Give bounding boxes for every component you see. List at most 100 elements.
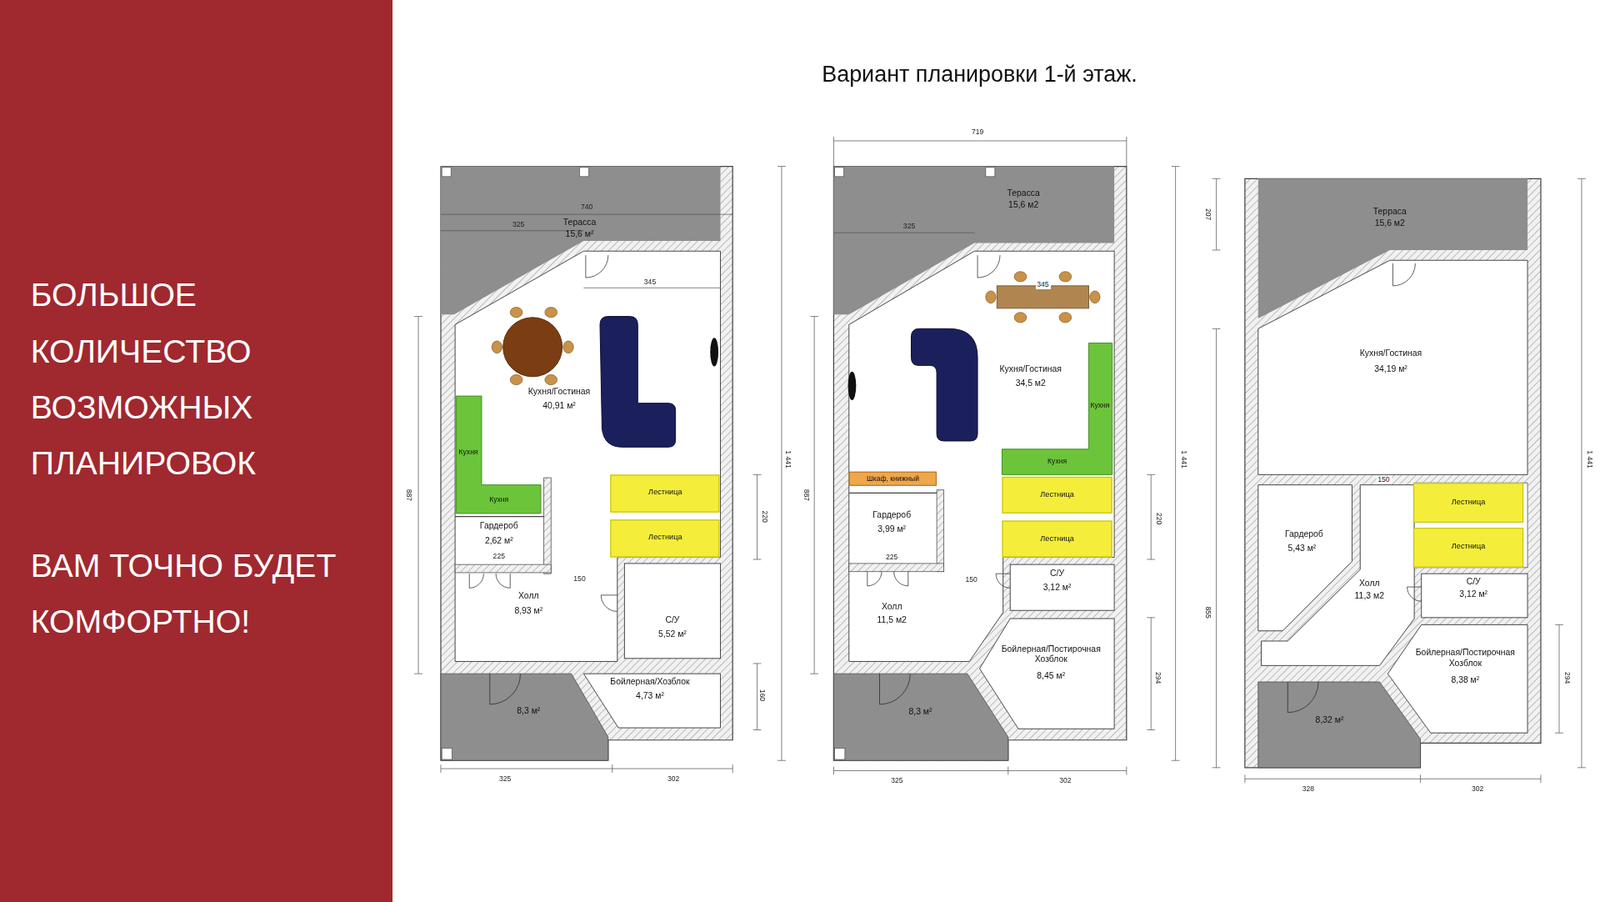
wall-mass (1245, 178, 1541, 768)
staircase: Лестница (1413, 482, 1524, 523)
dimension-label: 1 441 (784, 449, 792, 470)
room-label: 15,6 м² (565, 230, 595, 240)
room-label: Терраса (1373, 207, 1407, 218)
room-label: 2,62 м² (485, 535, 514, 546)
kitchen-unit: КухняКухня (455, 395, 541, 514)
room-label: Холл (518, 590, 540, 601)
room-label: 34,5 м2 (1015, 378, 1046, 389)
dimension-label: 220 (760, 509, 768, 524)
dimension-label: 345 (643, 277, 658, 285)
room-floor (1421, 573, 1528, 618)
sofa (910, 328, 978, 441)
kitchen-counter (455, 395, 541, 514)
pillar (441, 167, 451, 177)
bathroom: С/У3,12 м² (1010, 564, 1115, 610)
kitchen-outline (1001, 342, 1112, 475)
room-label: Бойлерная/Хозблок (595, 676, 705, 687)
staircase: Лестница (1001, 520, 1112, 557)
door-swing (1392, 263, 1415, 286)
porch-floor (833, 673, 1008, 760)
wall-mass (833, 166, 1126, 761)
dimension-label: 225 (491, 552, 506, 560)
room-label: Лестница (1451, 497, 1486, 507)
dimension-label: 1 441 (1585, 449, 1594, 470)
sofa (600, 316, 676, 448)
dimension-label: 328 (1300, 785, 1315, 793)
dimension-label: 855 (1204, 605, 1212, 620)
room-label: 15,6 м2 (1375, 218, 1405, 229)
dimension-label: 1 441 (1180, 449, 1188, 470)
room-label: 8,93 м² (514, 605, 543, 616)
hall-room: Холл 8,93 м² (455, 573, 618, 661)
chair (1014, 271, 1027, 282)
room-floor (583, 673, 720, 728)
room-label: 40,91 м² (542, 400, 576, 411)
room-label: 8,38 м² (1450, 675, 1480, 686)
door-swing (867, 571, 909, 586)
room-label: 8,32 м² (1315, 715, 1345, 726)
room-label: Кухня/Гостиная (1360, 349, 1422, 360)
staircase: Лестница (1001, 476, 1112, 514)
room-label: 5,52 м² (658, 630, 687, 640)
pillar (835, 748, 845, 760)
room-label: Лестница (1451, 542, 1486, 552)
bathroom: С/У5,52 м² (624, 563, 720, 659)
room-label: 15,6 м2 (1008, 200, 1039, 210)
living-room: Кухня/Гостиная34,5 м2КухняКухняШкаф, кни… (849, 250, 1115, 490)
room-label: 3,12 м² (1043, 582, 1072, 593)
room-label: Бойлерная/Постирочная Хозблок (1410, 648, 1520, 669)
partition-wall (455, 564, 551, 573)
room-label: Лестница (648, 533, 683, 543)
dimension-label: 740 (580, 203, 595, 211)
boiler-room: Бойлерная/Постирочная Хозблок8,45 м² (980, 618, 1115, 729)
slogan-text: ВАМ ТОЧНО БУДЕТ КОМФОРТНО! (30, 537, 389, 650)
living-room: Кухня/Гостиная34,19 м² (1258, 260, 1528, 475)
room-label: Терасса (563, 217, 596, 228)
dimension-label: 325 (902, 222, 917, 230)
door-swing (585, 255, 609, 278)
room-floor (1387, 624, 1528, 733)
porch-floor (440, 673, 609, 760)
dimension-label: 325 (890, 776, 905, 785)
dimension-label: 345 (1035, 280, 1050, 289)
wardrobe-room: Гардероб 5,43 м² (1258, 485, 1353, 567)
door-swing (880, 673, 911, 705)
door-swing (995, 573, 1010, 588)
bookshelf: Шкаф, книжный (849, 471, 937, 486)
pillar (985, 167, 995, 177)
partition-wall (849, 563, 945, 572)
bathroom: С/У3,12 м² (1421, 573, 1528, 618)
terrace-area: Терасса15,6 м2 (833, 166, 1115, 244)
dimension-lines (810, 136, 1180, 775)
dimension-label: 150 (964, 575, 979, 584)
room-label: Кухня/Гостиная (1000, 364, 1062, 375)
room-label: Кухня (459, 448, 479, 457)
pillar (580, 167, 590, 177)
dimension-label: 207 (1204, 207, 1212, 222)
partition-wall (544, 477, 552, 574)
room-label: 8,3 м² (908, 707, 932, 718)
partition-wall (936, 490, 945, 572)
room-label: Гардероб (1285, 530, 1324, 540)
door-swing (490, 673, 521, 705)
dimension-lines (414, 166, 786, 773)
door-swing (977, 255, 1000, 278)
hall-room: Холл11,3 м2 (1326, 567, 1415, 664)
partition-line (849, 492, 937, 494)
room-floor (980, 618, 1115, 729)
dimension-label: 294 (1563, 670, 1571, 685)
dimension-label: 150 (1376, 475, 1391, 484)
side-panel: БОЛЬШОЕ КОЛИЧЕСТВО ВОЗМОЖНЫХ ПЛАНИРОВОКВ… (0, 0, 392, 902)
wardrobe-room: Гардероб3,99 м² (849, 495, 937, 564)
dimension-label: 225 (885, 553, 900, 561)
room-label: Холл (1359, 578, 1380, 589)
dimension-label: 294 (1154, 670, 1162, 685)
dimension-label: 887 (802, 487, 810, 502)
chair (491, 340, 502, 354)
pillar (835, 167, 845, 177)
pillar (441, 748, 452, 760)
room-label: Шкаф, книжный (866, 474, 920, 483)
room-label: 5,43 м² (1288, 544, 1317, 555)
room-label: 3,99 м² (877, 525, 906, 535)
door-swing (469, 573, 510, 588)
